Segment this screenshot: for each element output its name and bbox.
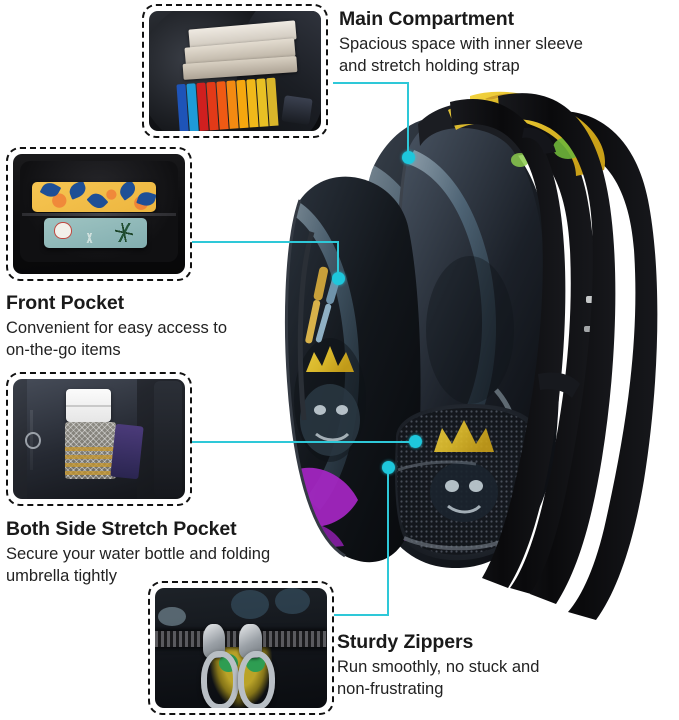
photo-side-stretch-pocket [13, 379, 185, 499]
zipper-pull-right [236, 624, 276, 708]
feature-desc-line: umbrella tightly [6, 567, 117, 586]
folding-umbrella [110, 423, 143, 479]
photo-main-compartment [149, 11, 321, 131]
photo-front-pocket [13, 154, 185, 274]
callout-front-pocket [6, 147, 192, 281]
feature-desc-line: Secure your water bottle and folding [6, 545, 271, 564]
connector-main-compartment-v [407, 82, 409, 157]
feature-title-front-pocket: Front Pocket [6, 292, 124, 314]
callout-side-stretch-pocket [6, 372, 192, 506]
feature-text-front-pocket: Front Pocket Convenient for easy access … [6, 292, 306, 362]
feature-text-main-compartment: Main Compartment Spacious space with inn… [339, 8, 669, 78]
hotspot-dot-zippers [382, 461, 395, 474]
callout-sturdy-zippers [148, 581, 334, 715]
feature-desc-sturdy-zippers: Run smoothly, no stuck and non-frustrati… [337, 657, 657, 701]
citrus-pencil-case [31, 181, 156, 212]
file-organizer [176, 77, 280, 131]
feature-title-sturdy-zippers: Sturdy Zippers [337, 631, 474, 653]
feature-desc-front-pocket: Convenient for easy access to on-the-go … [6, 318, 306, 362]
photo-sturdy-zippers [155, 588, 327, 708]
hotspot-dot-main-compartment [402, 151, 415, 164]
feature-desc-line: Convenient for easy access to [6, 319, 228, 338]
connector-side-pocket-h [190, 441, 416, 443]
mesh-pocket [64, 422, 117, 479]
feature-desc-line: Run smoothly, no stuck and [337, 658, 540, 677]
feature-title-side-stretch-pocket: Both Side Stretch Pocket [6, 518, 237, 540]
balloon-print-case [43, 217, 148, 248]
connector-zippers-v [387, 468, 389, 615]
zipper-pull-left [200, 624, 240, 708]
feature-desc-line: and stretch holding strap [339, 57, 520, 76]
connector-zippers-h [332, 614, 389, 616]
hotspot-dot-side-pocket [409, 435, 422, 448]
hotspot-dot-front-pocket [332, 272, 345, 285]
feature-text-sturdy-zippers: Sturdy Zippers Run smoothly, no stuck an… [337, 631, 657, 701]
water-bottle [66, 388, 112, 423]
feature-desc-line: Spacious space with inner sleeve [339, 35, 583, 54]
feature-text-side-stretch-pocket: Both Side Stretch Pocket Secure your wat… [6, 518, 326, 588]
connector-front-pocket-h [192, 241, 339, 243]
feature-desc-main-compartment: Spacious space with inner sleeve and str… [339, 34, 669, 78]
feature-desc-side-stretch-pocket: Secure your water bottle and folding umb… [6, 544, 326, 588]
feature-desc-line: on-the-go items [6, 341, 121, 360]
connector-front-pocket-v [337, 241, 339, 278]
callout-main-compartment [142, 4, 328, 138]
feature-desc-line: non-frustrating [337, 680, 444, 699]
feature-title-main-compartment: Main Compartment [339, 8, 514, 30]
connector-main-compartment-h [333, 82, 409, 84]
